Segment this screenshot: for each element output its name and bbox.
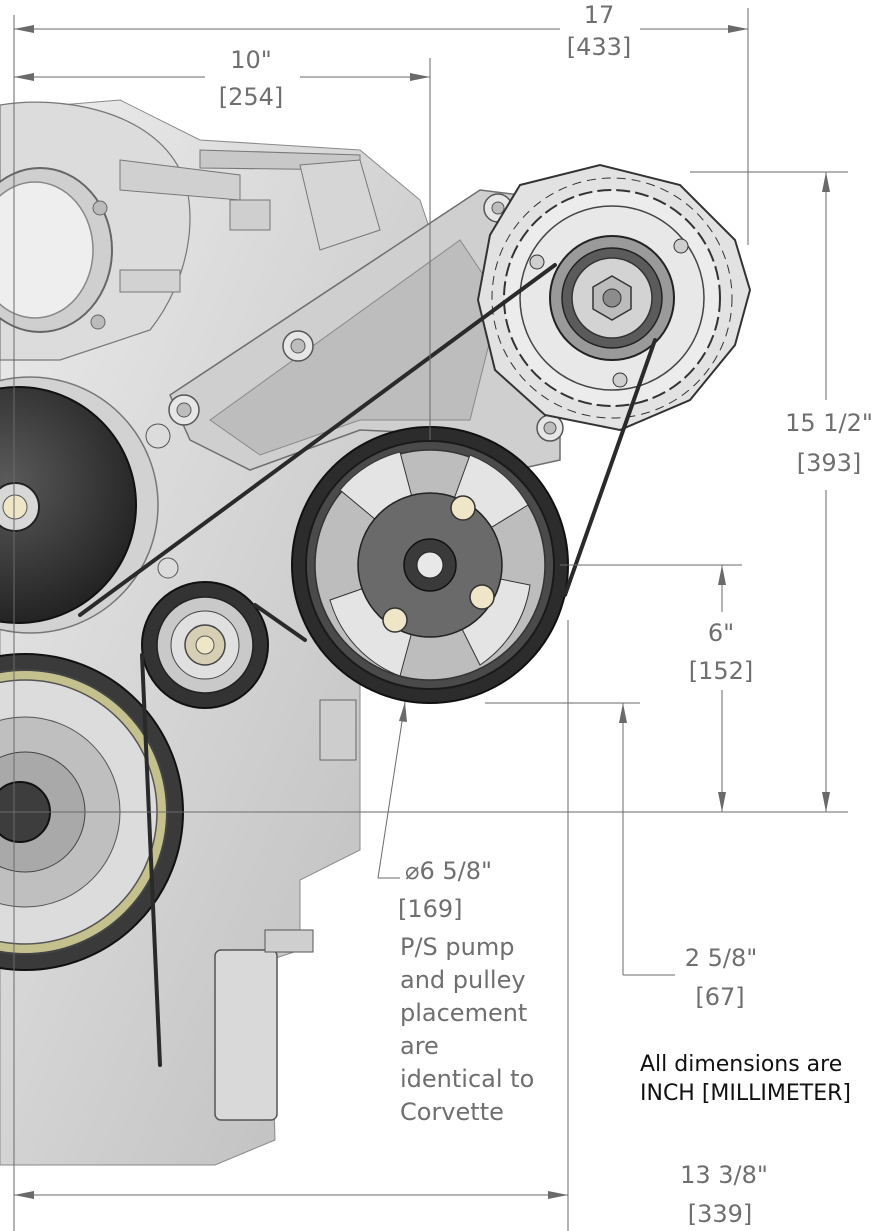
alternator xyxy=(476,163,752,432)
dim-pulley-diameter-inch: ⌀6 5/8" xyxy=(405,857,492,885)
power-steering-pulley xyxy=(291,426,569,704)
ps-pump-note: P/S pump and pulley placement are identi… xyxy=(400,933,534,1126)
dimension-labels: 17 [433] 10" [254] 15 1/2" [393] 6" [152… xyxy=(219,1,873,1228)
engine-illustration xyxy=(0,99,752,1166)
dim-17-inch: 17 xyxy=(584,1,615,29)
units-note: All dimensions are INCH [MILLIMETER] xyxy=(640,1052,851,1106)
ps-note-line-5: identical to xyxy=(400,1065,534,1093)
dim-15-5-mm: [393] xyxy=(797,449,862,477)
dim-13-3-8-mm: [339] xyxy=(688,1200,753,1228)
ps-note-line-1: P/S pump xyxy=(400,933,514,961)
idler-pulley xyxy=(141,581,269,709)
ps-note-line-3: placement xyxy=(400,999,527,1027)
dim-13-3-8-inch: 13 3/8" xyxy=(680,1161,768,1189)
ps-note-line-2: and pulley xyxy=(400,966,526,994)
dim-10-inch: 10" xyxy=(230,46,272,74)
dim-6-mm: [152] xyxy=(689,657,754,685)
dim-pulley-diameter-mm: [169] xyxy=(398,895,463,923)
ps-note-line-6: Corvette xyxy=(400,1098,504,1126)
water-pump-pulley xyxy=(0,376,159,634)
oil-filter xyxy=(214,949,278,1121)
dim-10-mm: [254] xyxy=(219,83,284,111)
ps-note-line-4: are xyxy=(400,1032,439,1060)
dim-15-5-inch: 15 1/2" xyxy=(785,409,873,437)
dim-2-5-8-inch: 2 5/8" xyxy=(685,944,758,972)
serpentine-belt xyxy=(78,263,657,1067)
dim-6-inch: 6" xyxy=(708,619,734,647)
units-note-line-2: INCH [MILLIMETER] xyxy=(640,1081,851,1106)
dim-17-mm: [433] xyxy=(567,33,632,61)
dim-2-5-8-mm: [67] xyxy=(695,983,744,1011)
units-note-line-1: All dimensions are xyxy=(640,1052,842,1077)
